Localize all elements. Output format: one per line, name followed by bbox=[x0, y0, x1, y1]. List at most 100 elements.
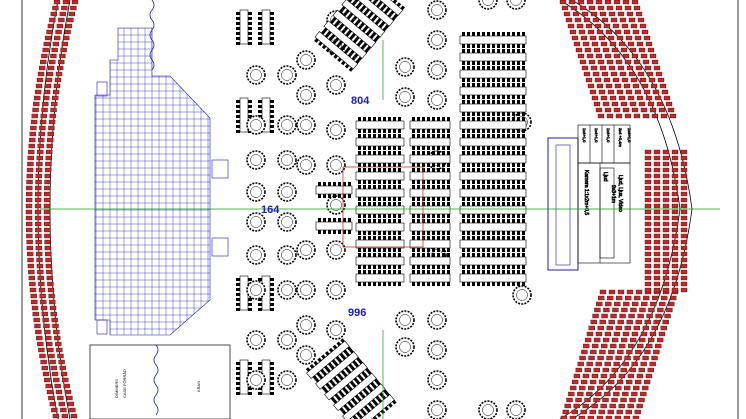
seat bbox=[35, 329, 42, 335]
chair bbox=[236, 37, 240, 40]
chair bbox=[373, 265, 376, 269]
chair bbox=[482, 66, 485, 70]
chair bbox=[347, 29, 353, 35]
chair bbox=[248, 110, 252, 113]
seat bbox=[610, 313, 617, 319]
chair bbox=[472, 265, 475, 269]
seat bbox=[584, 397, 591, 403]
chair bbox=[472, 231, 475, 235]
chair bbox=[447, 214, 450, 218]
chair bbox=[345, 383, 351, 389]
seat bbox=[585, 23, 593, 29]
seat bbox=[624, 325, 631, 331]
chair bbox=[502, 49, 505, 53]
seat bbox=[587, 29, 595, 35]
chair bbox=[442, 265, 445, 269]
chair bbox=[497, 219, 500, 223]
chair bbox=[337, 358, 343, 364]
chair bbox=[412, 134, 415, 138]
seat bbox=[36, 161, 43, 167]
seat bbox=[622, 331, 630, 337]
chair bbox=[368, 134, 371, 138]
seat bbox=[589, 379, 597, 385]
chair bbox=[517, 151, 520, 155]
seat bbox=[35, 167, 43, 173]
table-top bbox=[459, 239, 527, 249]
chair bbox=[482, 134, 485, 138]
seat bbox=[669, 113, 677, 119]
seat bbox=[653, 155, 661, 161]
chair bbox=[522, 151, 525, 155]
chair bbox=[341, 355, 347, 361]
seat bbox=[588, 385, 595, 391]
chair bbox=[437, 151, 440, 155]
seat bbox=[603, 23, 611, 29]
chair bbox=[372, 384, 378, 389]
chair bbox=[343, 194, 346, 198]
chair bbox=[487, 180, 490, 184]
seat bbox=[635, 11, 643, 17]
seat bbox=[60, 407, 67, 413]
chair bbox=[497, 151, 500, 155]
chair bbox=[507, 100, 510, 104]
chair bbox=[472, 202, 475, 206]
table-top bbox=[409, 205, 451, 215]
seat bbox=[62, 0, 70, 5]
chair bbox=[432, 214, 435, 218]
seat bbox=[51, 47, 58, 53]
seat bbox=[671, 167, 679, 173]
seat bbox=[634, 35, 642, 41]
right-seating-section bbox=[559, 0, 688, 419]
chair bbox=[477, 49, 480, 53]
seat bbox=[656, 101, 664, 107]
rect-table bbox=[459, 66, 527, 82]
seat bbox=[609, 373, 617, 379]
seat bbox=[653, 197, 661, 203]
chair bbox=[492, 44, 495, 48]
seat bbox=[604, 53, 612, 59]
chair bbox=[462, 146, 465, 150]
chair bbox=[368, 231, 371, 235]
seat bbox=[642, 295, 650, 301]
chair bbox=[472, 146, 475, 150]
chair bbox=[358, 24, 363, 30]
seat bbox=[671, 215, 679, 221]
chair bbox=[427, 248, 430, 252]
seat bbox=[595, 331, 603, 337]
chair bbox=[388, 168, 391, 172]
chair bbox=[522, 168, 525, 172]
chair bbox=[517, 44, 520, 48]
chair bbox=[393, 180, 396, 184]
seat bbox=[613, 107, 621, 113]
chair bbox=[412, 129, 415, 133]
chair bbox=[388, 219, 391, 223]
chair bbox=[270, 110, 274, 113]
chair bbox=[382, 26, 387, 32]
seat bbox=[573, 373, 581, 379]
stage-grid bbox=[94, 27, 229, 336]
seat bbox=[26, 185, 33, 191]
seat bbox=[644, 185, 652, 191]
chair bbox=[467, 197, 470, 201]
chair bbox=[492, 168, 495, 172]
seat bbox=[680, 203, 688, 209]
chair bbox=[376, 3, 381, 8]
chair bbox=[522, 146, 525, 150]
chair bbox=[373, 163, 376, 167]
seat bbox=[671, 239, 679, 245]
chair bbox=[487, 270, 490, 274]
seat bbox=[656, 337, 664, 343]
chair bbox=[270, 387, 274, 390]
rect-table bbox=[459, 117, 527, 133]
chair bbox=[442, 134, 445, 138]
chair bbox=[507, 61, 510, 65]
chair bbox=[322, 371, 328, 377]
chair bbox=[467, 78, 470, 82]
chair bbox=[512, 78, 515, 82]
chair bbox=[517, 61, 520, 65]
chair bbox=[337, 57, 342, 63]
seat bbox=[662, 287, 670, 293]
seat bbox=[29, 287, 37, 293]
chair bbox=[522, 49, 525, 53]
chair bbox=[358, 151, 361, 155]
